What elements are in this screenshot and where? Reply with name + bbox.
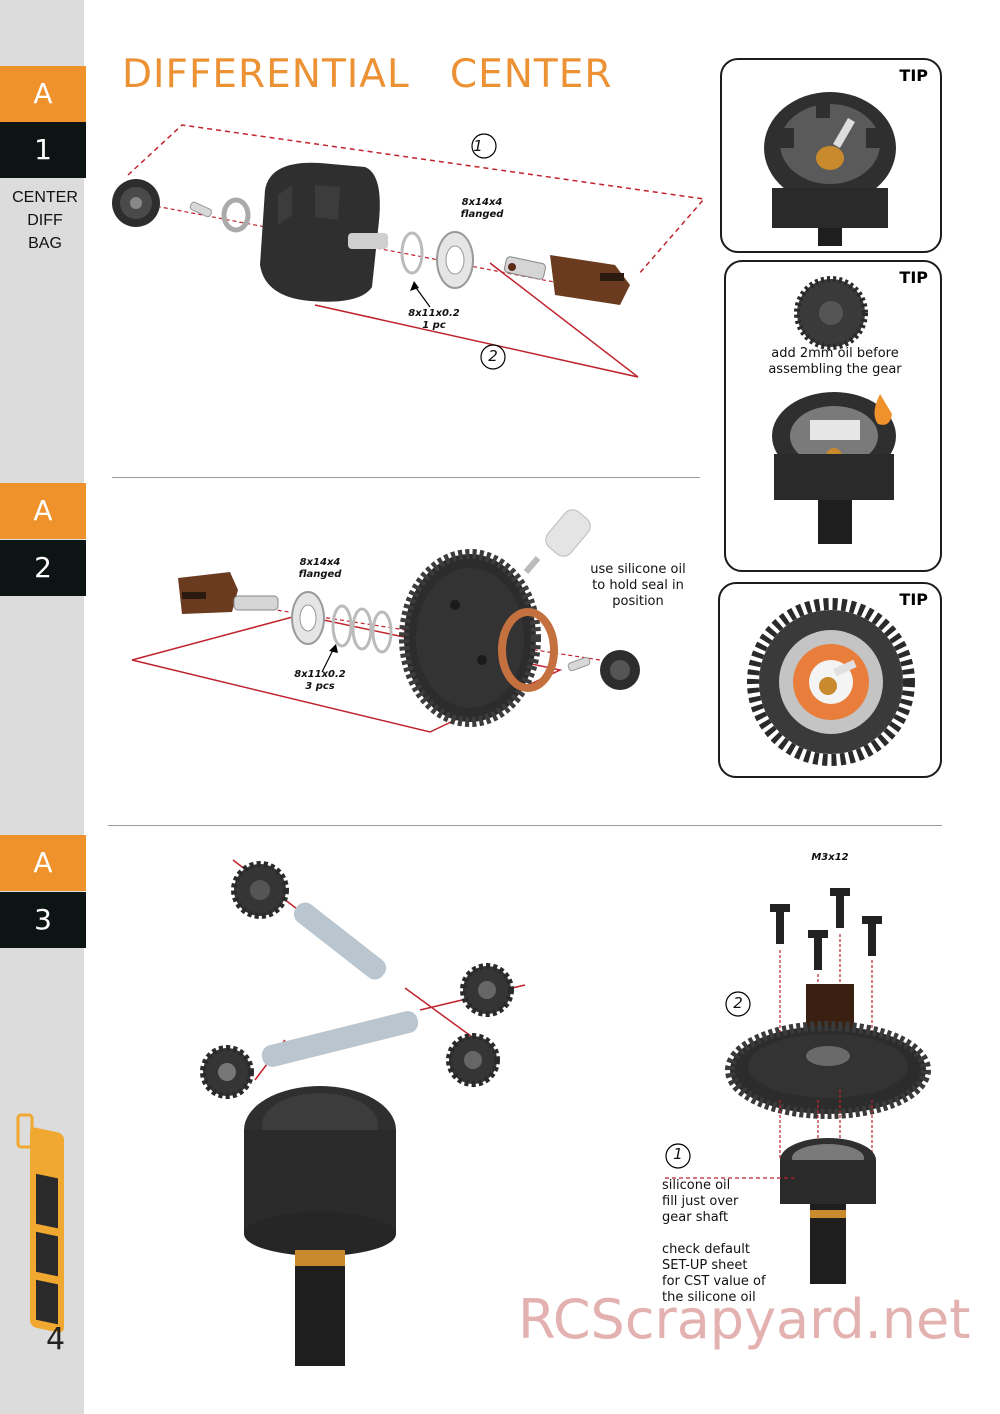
note-line: SET-UP sheet	[662, 1258, 748, 1273]
step3-callout-2: 2	[733, 994, 743, 1012]
tip-box-3: TIP	[718, 582, 942, 778]
diff-housing-icon	[244, 1086, 396, 1366]
cross-shaft-icon	[293, 902, 387, 980]
screw-icon	[770, 904, 790, 944]
tip-label: TIP	[899, 268, 928, 287]
screw-icon	[862, 916, 882, 956]
spur-gear-icon	[725, 1021, 931, 1119]
bevel-gear-icon	[600, 650, 640, 690]
step-tab-letter-1: A	[0, 66, 86, 122]
note-line: to hold seal in	[592, 578, 684, 593]
step3-exploded-diagram	[200, 859, 526, 1366]
note-line: the silicone oil	[662, 1290, 756, 1305]
pinion-gear-icon	[231, 861, 289, 919]
page-title: DIFFERENTIAL CENTER	[122, 52, 613, 97]
housing-with-oil-icon	[772, 392, 896, 544]
tip-label: TIP	[899, 590, 928, 609]
screw-icon	[808, 930, 828, 970]
step1-callout-1: 1	[473, 137, 483, 155]
tip-label: TIP	[899, 66, 928, 85]
page-number: 4	[46, 1322, 66, 1357]
bag-line: CENTER	[12, 189, 78, 206]
diff-housing-icon	[780, 1138, 876, 1284]
step3-assembly-diagram	[665, 888, 931, 1284]
label-line: 3 pcs	[305, 681, 335, 692]
pinion-gear-icon	[460, 963, 514, 1017]
label-line: flanged	[460, 209, 504, 220]
tip-box-1: TIP	[720, 58, 942, 253]
bag-line: DIFF	[27, 212, 63, 229]
pin-icon	[189, 201, 213, 218]
spur-gear-icon	[399, 549, 541, 727]
step-tab-number-3: 3	[0, 892, 86, 948]
step3-screw-label: M3x12	[811, 852, 849, 863]
label-line: 1 pc	[422, 320, 446, 331]
spur-gear-top-icon	[747, 598, 915, 766]
tip-box-2: TIP add 2mm oil before assembling the ge…	[724, 260, 942, 572]
outdrive-icon	[504, 255, 630, 305]
note-line: use silicone oil	[590, 562, 686, 577]
shim-stack-icon	[331, 604, 393, 654]
note-line: add 2mm oil before	[771, 346, 899, 361]
step2-bearing-label: 8x14x4 flanged	[290, 557, 350, 581]
outdrive-icon	[178, 572, 279, 614]
step1-callout-2: 2	[488, 347, 498, 365]
pinion-gear-icon	[446, 1033, 500, 1087]
shim-icon	[400, 231, 424, 275]
note-line: check default	[662, 1242, 750, 1257]
step-tab-letter-3: A	[0, 835, 86, 891]
oil-bottle-icon	[523, 509, 591, 574]
pinion-gear-icon	[200, 1045, 254, 1099]
step-tab-letter-2: A	[0, 483, 86, 539]
note-line: for CST value of	[662, 1274, 766, 1289]
section-divider	[112, 477, 700, 478]
step3-check-note: check default SET-UP sheet for CST value…	[662, 1242, 792, 1306]
step2-diagram	[131, 509, 640, 733]
note-line: position	[612, 594, 664, 609]
pin-icon	[567, 656, 591, 672]
short-shaft-icon	[261, 1011, 419, 1067]
label-line: 8x14x4	[461, 197, 503, 208]
bearing-icon	[291, 591, 325, 645]
bevel-gear-icon	[112, 179, 160, 227]
watermark: RCScrapyard.net	[518, 1288, 971, 1351]
note-line: assembling the gear	[768, 362, 902, 377]
gasket-icon	[498, 608, 558, 692]
step1-diagram	[112, 124, 706, 378]
label-line: 8x11x0.2	[408, 308, 460, 319]
bag-label: CENTER DIFF BAG	[0, 186, 90, 255]
note-line: gear shaft	[662, 1210, 729, 1225]
label-line: 8x14x4	[299, 557, 341, 568]
tip2-note: add 2mm oil before assembling the gear	[734, 346, 936, 378]
bevel-gear-icon	[794, 276, 868, 350]
bag-line: BAG	[28, 235, 62, 252]
note-line: silicone oil	[662, 1178, 731, 1193]
label-line: flanged	[298, 569, 342, 580]
step2-note: use silicone oil to hold seal in positio…	[574, 562, 702, 610]
o-ring-icon	[221, 197, 251, 233]
product-logo	[16, 1113, 64, 1333]
section-divider	[108, 825, 942, 826]
diff-housing-icon	[260, 162, 388, 302]
step-tab-number-1: 1	[0, 122, 86, 178]
bearing-icon	[436, 231, 474, 289]
housing-top-icon	[764, 92, 896, 246]
step1-shim-label: 8x11x0.2 1 pc	[400, 308, 468, 332]
step-tab-number-2: 2	[0, 540, 86, 596]
step3-fill-note: silicone oil fill just over gear shaft	[662, 1178, 782, 1226]
screw-icon	[830, 888, 850, 928]
step3-callout-1: 1	[673, 1145, 683, 1163]
step2-shim-label: 8x11x0.2 3 pcs	[286, 669, 354, 693]
step1-bearing-label: 8x14x4 flanged	[452, 197, 512, 221]
label-line: 8x11x0.2	[294, 669, 346, 680]
note-line: fill just over	[662, 1194, 739, 1209]
